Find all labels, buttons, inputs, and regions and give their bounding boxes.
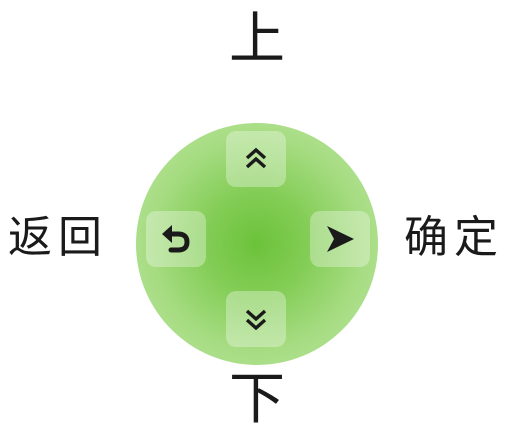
undo-arrow-icon xyxy=(162,225,190,253)
double-chevron-up-icon xyxy=(245,147,267,169)
label-back: 返回 xyxy=(8,212,108,263)
up-button[interactable] xyxy=(226,131,286,187)
double-chevron-down-icon xyxy=(245,309,267,331)
label-up: 上 xyxy=(229,7,285,72)
label-confirm: 确定 xyxy=(404,212,504,263)
label-down: 下 xyxy=(229,367,285,432)
down-button[interactable] xyxy=(226,291,286,347)
back-button[interactable] xyxy=(146,211,206,267)
play-arrow-icon xyxy=(327,226,354,252)
direction-pad xyxy=(136,123,378,365)
confirm-button[interactable] xyxy=(310,211,370,267)
